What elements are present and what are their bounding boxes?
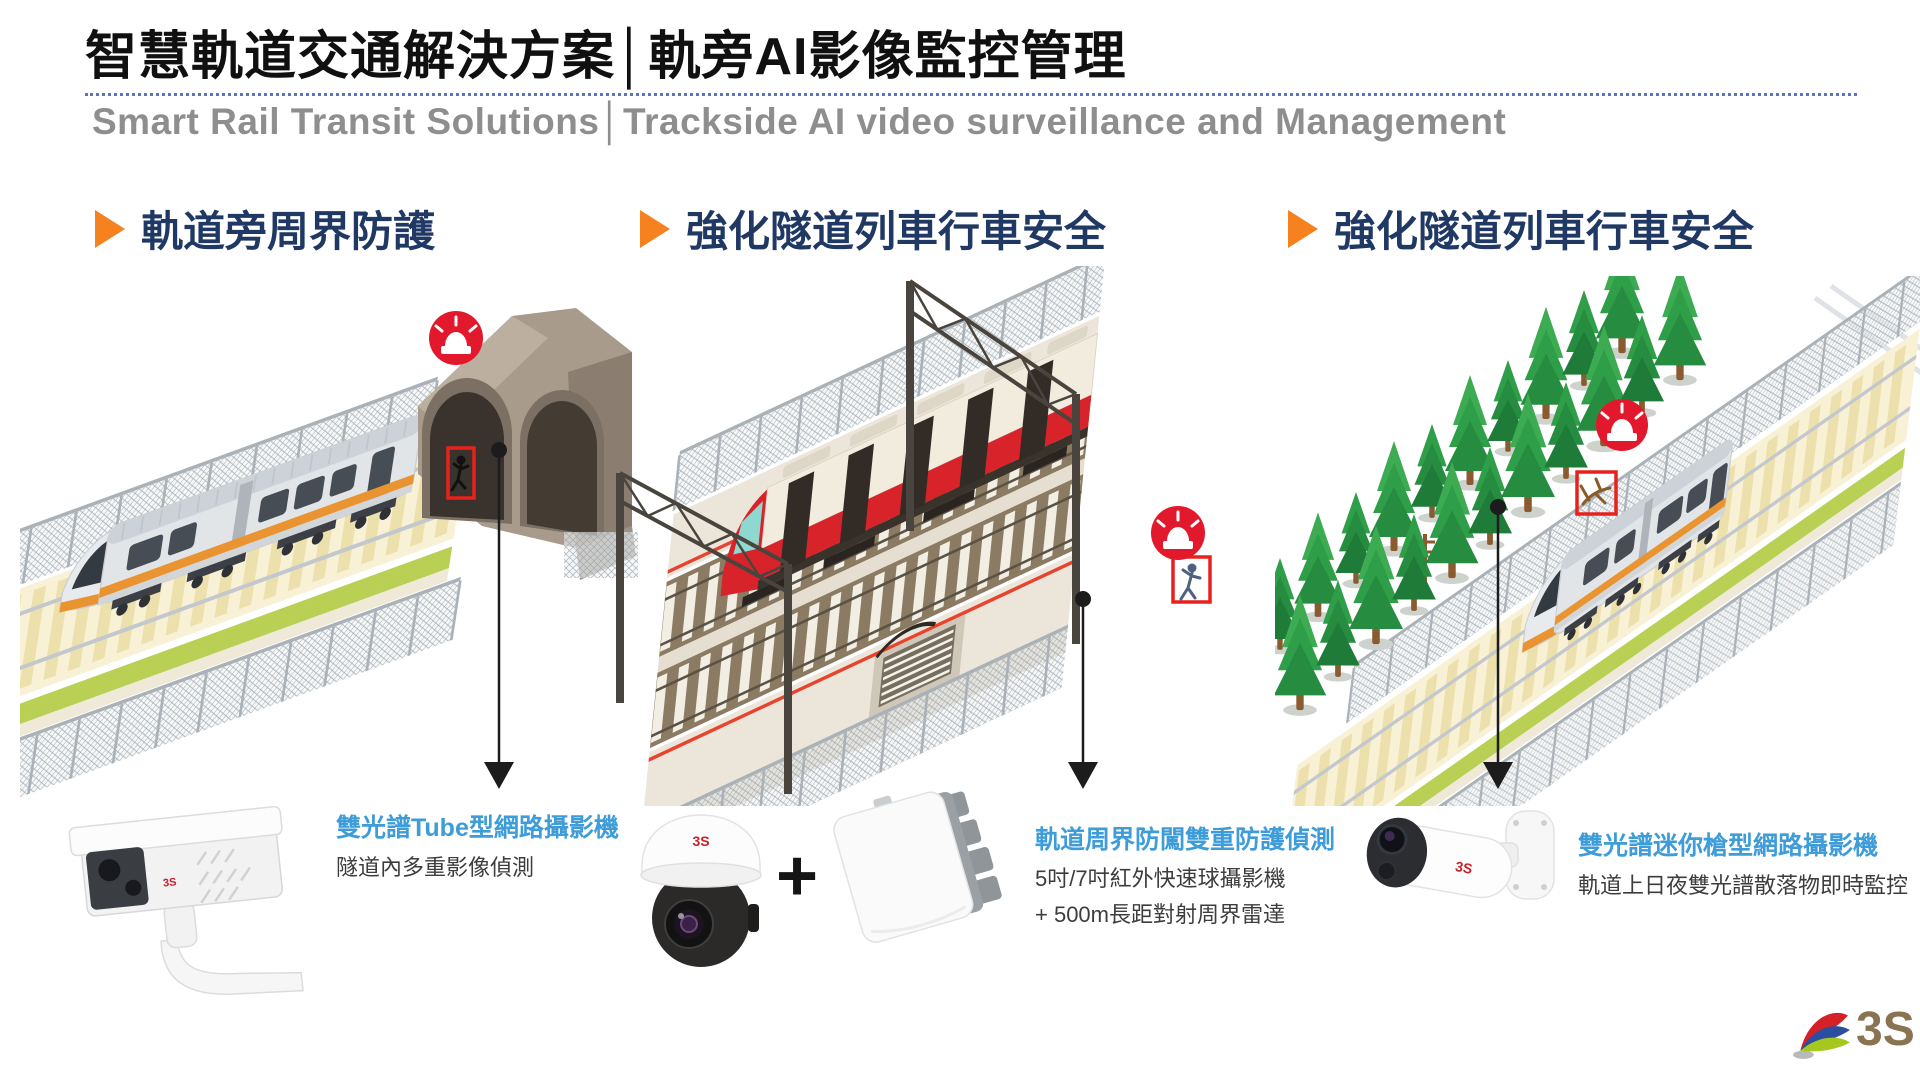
arrow-down-connector: [1483, 499, 1513, 789]
brand-mark: 3S: [1454, 858, 1474, 877]
illustration-forest-scene: [1275, 276, 1920, 806]
intruder-alert-box: [1171, 555, 1212, 604]
caption-title: 雙光譜Tube型網路攝影機: [336, 814, 619, 842]
catenary-gantry: [906, 279, 1080, 644]
illustration-tunnel-scene: [20, 308, 638, 808]
tree-grove: [1275, 276, 1707, 716]
caption-line: 隧道內多重影像偵測: [336, 855, 535, 880]
company-logo: 3S: [1790, 998, 1915, 1062]
camera-front: [86, 847, 149, 910]
brand-mark: 3S: [692, 833, 709, 849]
illustration-platform-scene: [616, 266, 1212, 806]
section-heading-label: 軌道旁周界防護: [141, 208, 436, 255]
bullet-triangle-icon: [95, 209, 125, 248]
section-heading-1: 軌道旁周界防護: [95, 198, 435, 259]
caption-line: 5吋/7吋紅外快速球攝影機: [1035, 866, 1286, 891]
section-heading-label: 強化隧道列車行車安全: [1334, 208, 1755, 255]
train: [1521, 439, 1733, 653]
radar-unit-image: [833, 791, 1002, 943]
section-heading-label: 強化隧道列車行車安全: [686, 208, 1107, 255]
caption-title: 雙光譜迷你槍型網路攝影機: [1578, 832, 1879, 860]
page-title: 智慧軌道交通解決方案│軌旁AI影像監控管理: [85, 28, 1127, 86]
caption-title: 軌道周界防闖雙重防護偵測: [1035, 826, 1336, 854]
tube-camera-image: 3S: [68, 805, 304, 995]
brand-mark: 3S: [162, 876, 177, 889]
fence-near: [1275, 481, 1902, 806]
fence-far: [672, 266, 1106, 512]
logo-text: 3S: [1856, 1003, 1915, 1056]
alert-siren-icon: [1596, 399, 1648, 451]
caption-2: 軌道周界防闖雙重防護偵測 5吋/7吋紅外快速球攝影機 + 500m長距對射周界雷…: [1035, 820, 1335, 929]
fence-near: [20, 576, 462, 808]
section-heading-2: 強化隧道列車行車安全: [640, 198, 1106, 259]
bullet-triangle-icon: [1288, 209, 1318, 248]
train: [720, 325, 1099, 608]
bullet-camera-image: 3S: [1366, 810, 1555, 900]
plus-sign: +: [776, 836, 819, 916]
green-strip: [20, 546, 453, 755]
mount-arm: [160, 938, 304, 995]
arrow-down-connector: [484, 442, 514, 789]
caption-line: + 500m長距對射周界雷達: [1035, 902, 1285, 927]
alert-siren-icon: [429, 311, 483, 365]
section-heading-3: 強化隧道列車行車安全: [1288, 198, 1754, 259]
caption-1: 雙光譜Tube型網路攝影機 隧道內多重影像偵測: [336, 808, 619, 882]
alert-siren-icon: [1151, 506, 1205, 560]
fence-near: [634, 624, 1069, 806]
caption-line: 軌道上日夜雙光譜散落物即時監控: [1578, 873, 1909, 898]
title-divider: [85, 93, 1857, 96]
fence-far: [1346, 276, 1920, 724]
page-subtitle: Smart Rail Transit Solutions│Trackside A…: [92, 101, 1507, 142]
green-strip: [1280, 447, 1906, 806]
intruder-alert-box: [446, 446, 476, 500]
arrow-down-connector: [1068, 591, 1098, 789]
caption-3: 雙光譜迷你槍型網路攝影機 軌道上日夜雙光譜散落物即時監控: [1578, 826, 1908, 900]
bullet-triangle-icon: [640, 209, 670, 248]
logo-leaf-icon: [1793, 1012, 1850, 1059]
fallen-object-alert-box: [1575, 470, 1618, 516]
vents: [196, 848, 251, 904]
train: [59, 415, 423, 616]
radar-front: [833, 791, 974, 943]
sunshield: [68, 805, 283, 857]
catenary-gantry: [616, 471, 792, 794]
tunnel: [418, 308, 638, 580]
ptz-camera-image: 3S: [640, 814, 762, 967]
underpass-stairs: [868, 613, 966, 718]
